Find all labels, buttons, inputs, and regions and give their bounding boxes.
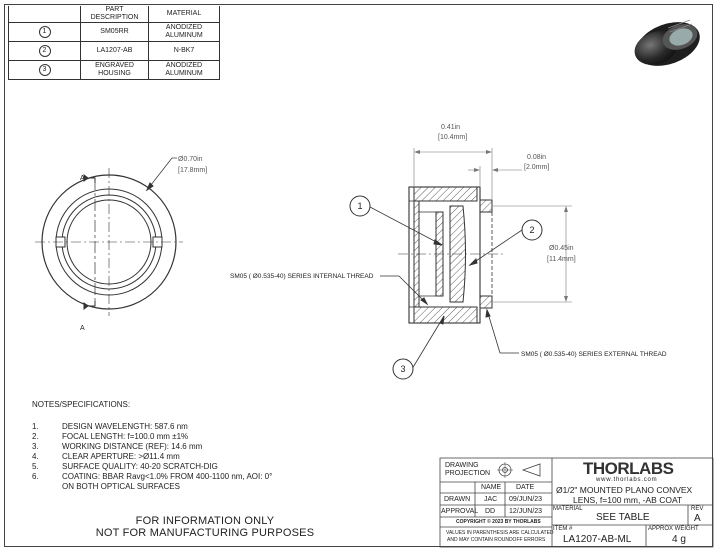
note-number: 2. <box>32 432 39 441</box>
drawing-frame <box>4 4 713 547</box>
drawn-date: 09/JUN/23 <box>509 496 543 503</box>
weight-label: APPROX WEIGHT <box>648 526 699 532</box>
note-text: SURFACE QUALITY: 40-20 SCRATCH-DIG <box>62 462 218 471</box>
drawing-title-line-1: Ø1/2" MOUNTED PLANO CONVEX <box>556 485 693 495</box>
length-in: 0.41in <box>441 124 460 131</box>
balloon-label: 2 <box>529 225 534 235</box>
approval-date: 12/JUN/23 <box>509 508 543 515</box>
notes-title: NOTES/SPECIFICATIONS: <box>32 400 131 409</box>
note-number: 4. <box>32 452 39 461</box>
weight-value: 4 g <box>672 534 686 545</box>
section-label-bottom: A <box>80 325 85 332</box>
item-balloon: 2 <box>38 45 51 57</box>
note-number: 3. <box>32 442 39 451</box>
drawing-projection-label: DRAWING PROJECTION <box>445 462 491 477</box>
part-description: ENGRAVED HOUSING <box>80 60 149 80</box>
disclaimer-line-1: FOR INFORMATION ONLY <box>135 515 275 527</box>
drawing-title-line-2: LENS, f=100 mm, -AB COAT <box>573 495 683 505</box>
outer-diameter-mm: [17.8mm] <box>178 167 207 174</box>
parts-row: 3 ENGRAVED HOUSING ANODIZED ALUMINUM <box>8 60 220 80</box>
approval-label: APPROVAL <box>441 508 479 515</box>
note-text: CLEAR APERTURE: >Ø11.4 mm <box>62 452 180 461</box>
balloon-label: 1 <box>357 201 362 211</box>
note-text: WORKING DISTANCE (REF): 14.6 mm <box>62 442 203 451</box>
section-view <box>369 148 572 370</box>
balloon-2: 2 <box>521 219 543 241</box>
drawn-label: DRAWN <box>444 496 471 503</box>
note-text: COATING: BBAR Ravg<1.0% FROM 400-1100 nm… <box>62 472 273 481</box>
item-label: ITEM # <box>553 526 573 532</box>
balloon-3: 3 <box>392 358 414 380</box>
external-thread-callout: SM05 ( Ø0.535-40) SERIES EXTERNAL THREAD <box>521 351 667 358</box>
aperture-mm: [11.4mm] <box>547 256 576 263</box>
disclaimer: FOR INFORMATION ONLY NOT FOR MANUFACTURI… <box>80 515 330 539</box>
note-number: 1. <box>32 422 39 431</box>
product-image <box>634 19 700 66</box>
balloon-1: 1 <box>349 195 371 217</box>
company-url: www.thorlabs.com <box>596 477 658 483</box>
material-label: MATERIAL <box>553 506 583 512</box>
col-date-header: DATE <box>516 484 535 491</box>
note-number: 5. <box>32 462 39 471</box>
values-note-2: AND MAY CONTAIN ROUNDOFF ERRORS <box>447 537 546 543</box>
disclaimer-line-2: NOT FOR MANUFACTURING PURPOSES <box>95 527 315 539</box>
length-mm: [10.4mm] <box>438 134 467 141</box>
note-text: ON BOTH OPTICAL SURFACES <box>62 482 180 491</box>
rev-label: REV <box>691 506 704 512</box>
drawn-name: JAC <box>484 496 498 503</box>
internal-thread-callout: SM05 ( Ø0.535-40) SERIES INTERNAL THREAD <box>230 273 374 280</box>
col-name-header: NAME <box>481 484 502 491</box>
thorlabs-logo: THORLABS <box>583 459 674 478</box>
values-note-1: VALUES IN PARENTHESIS ARE CALCULATED <box>446 530 554 536</box>
copyright: COPYRIGHT © 2023 BY THORLABS <box>456 519 541 525</box>
lip-in: 0.08in <box>527 154 546 161</box>
note-number: 6. <box>32 472 39 481</box>
front-view <box>35 157 183 316</box>
material-value: SEE TABLE <box>596 512 650 523</box>
parts-table: PART DESCRIPTION MATERIAL 1 SM05RR ANODI… <box>8 6 220 80</box>
item-balloon: 1 <box>38 26 51 38</box>
title-block <box>439 457 714 548</box>
balloon-label: 3 <box>400 364 405 374</box>
lip-mm: [2.0mm] <box>524 164 549 171</box>
outer-diameter-in: Ø0.70in <box>178 156 203 163</box>
note-text: DESIGN WAVELENGTH: 587.6 nm <box>62 422 188 431</box>
note-text: FOCAL LENGTH: f=100.0 mm ±1% <box>62 432 189 441</box>
aperture-in: Ø0.45in <box>549 245 574 252</box>
item-balloon: 3 <box>38 64 51 76</box>
item-value: LA1207-AB-ML <box>563 534 632 545</box>
part-material: ANODIZED ALUMINUM <box>148 60 220 80</box>
approval-name: DD <box>485 508 496 515</box>
rev-value: A <box>694 513 701 524</box>
section-label-top: A <box>80 175 85 182</box>
